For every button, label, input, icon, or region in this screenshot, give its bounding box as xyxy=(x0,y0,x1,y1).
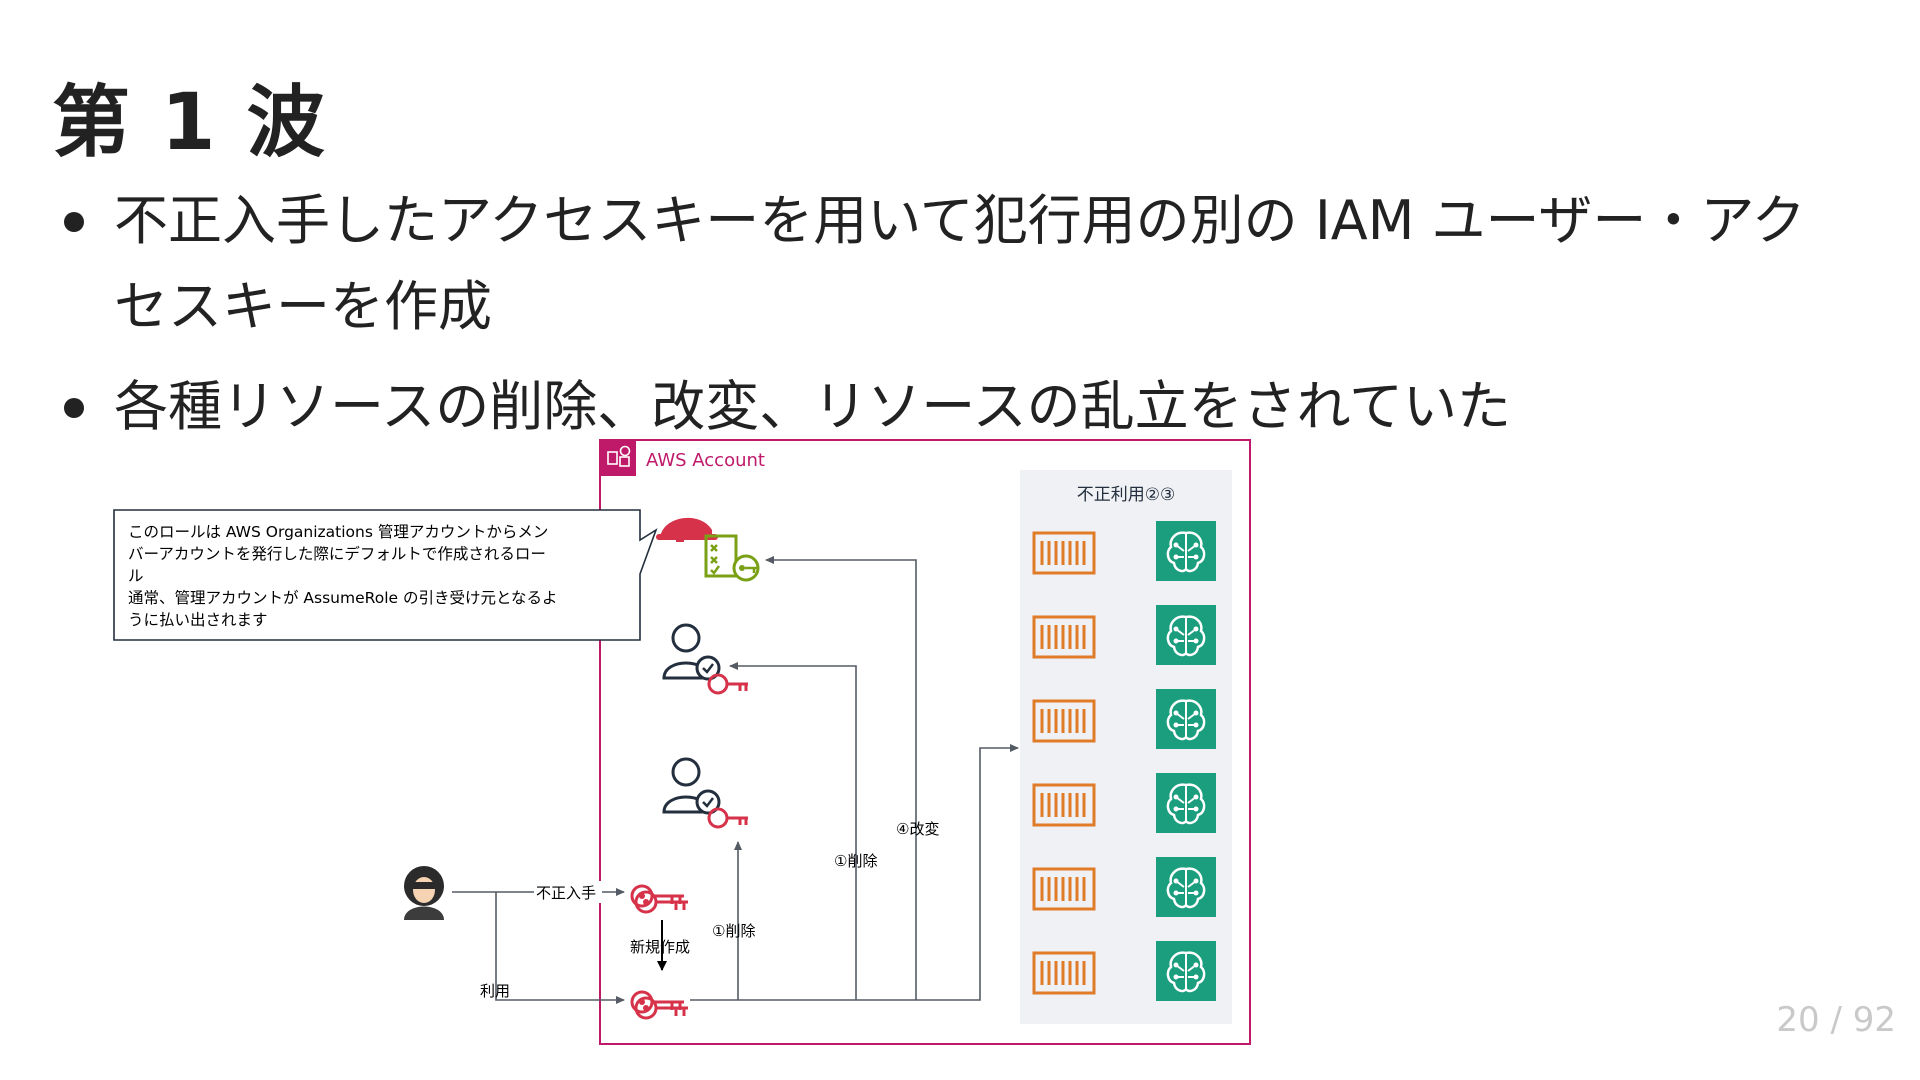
edge-label-delete-1: ①削除 xyxy=(712,922,755,940)
bullet-text: 不正入手したアクセスキーを用いて犯行用の別の IAM ユーザー・アクセスキーを作… xyxy=(114,189,1806,338)
bullet-text: 各種リソースの削除、改変、リソースの乱立をされていた xyxy=(114,375,1511,438)
aws-account-label: AWS Account xyxy=(646,450,765,471)
bullet-dot xyxy=(64,398,84,418)
edge-label-delete-2: ①削除 xyxy=(834,852,877,870)
ml-brain-icon xyxy=(1154,855,1218,919)
page-number: 20 / 92 xyxy=(1776,1000,1896,1040)
ml-brain-icon xyxy=(1154,771,1218,835)
edge-label-obtained: 不正入手 xyxy=(536,884,596,902)
callout-text-line: このロールは AWS Organizations 管理アカウントからメン xyxy=(128,523,548,541)
aws-account-boundary xyxy=(599,439,1251,1045)
abuse-group-label: 不正利用②③ xyxy=(1077,485,1175,505)
role-helmet-icon xyxy=(656,517,760,582)
bullet-dot xyxy=(64,212,84,232)
slide-title: 第 1 波 xyxy=(52,78,327,168)
ml-brain-icon xyxy=(1154,603,1218,667)
ml-brain-icon xyxy=(1154,519,1218,583)
ml-brain-icon xyxy=(1154,939,1218,1003)
edge-label-modify: ④改変 xyxy=(896,820,939,838)
callout-text-line: ル xyxy=(128,567,144,585)
aws-account-icon xyxy=(600,440,636,476)
edge-label-new-creation: 新規作成 xyxy=(630,938,690,956)
iam-user-icon xyxy=(662,623,750,695)
attacker-icon xyxy=(404,866,444,920)
bullet-item: 各種リソースの削除、改変、リソースの乱立をされていた xyxy=(58,364,1858,450)
callout-text-line: バーアカウントを発行した際にデフォルトで作成されるロー xyxy=(128,544,546,563)
bullet-item: 不正入手したアクセスキーを用いて犯行用の別の IAM ユーザー・アクセスキーを作… xyxy=(58,178,1858,350)
ml-brain-icon xyxy=(1154,687,1218,751)
iam-user-icon xyxy=(662,757,750,829)
callout-text-line: うに払い出されます xyxy=(128,611,268,629)
edge-label-use: 利用 xyxy=(480,982,510,1000)
callout-text-line: 通常、管理アカウントが AssumeRole の引き受け元となるよ xyxy=(128,589,558,607)
callout-box xyxy=(113,509,658,641)
bullet-list: 不正入手したアクセスキーを用いて犯行用の別の IAM ユーザー・アクセスキーを作… xyxy=(58,178,1858,450)
